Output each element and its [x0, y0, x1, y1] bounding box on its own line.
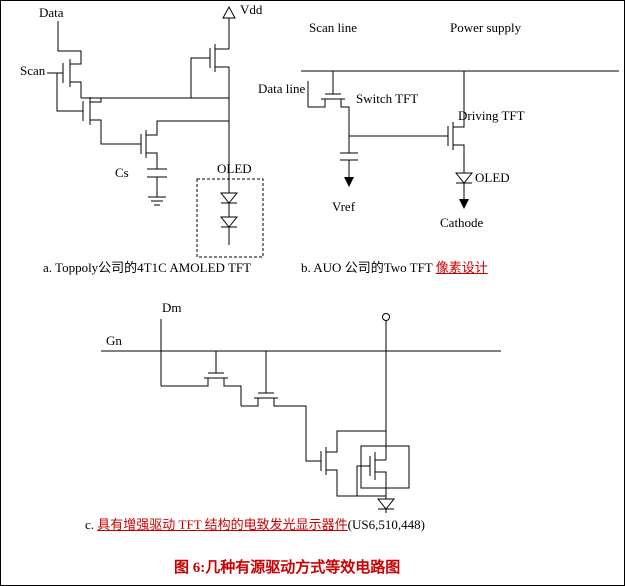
boxed-transistor: [360, 445, 410, 489]
circuit-a-scan-label: Scan: [20, 63, 46, 78]
circuit-a-oled-label: OLED: [217, 161, 252, 176]
cathode-arrow: [459, 199, 469, 209]
circuit-b-oled-label: OLED: [475, 170, 510, 185]
circuit-c-caption-text: c.: [85, 517, 98, 532]
oled-dashed-box: [196, 178, 264, 258]
cs-capacitor: [147, 168, 167, 197]
circuit-b-linework: [301, 70, 619, 209]
circuit-a-data-label: Data: [39, 5, 64, 20]
output-terminal: [382, 313, 390, 321]
storage-capacitor: [340, 136, 358, 177]
circuit-a-caption: a. Toppoly公司的4T1C AMOLED TFT: [43, 260, 252, 275]
circuit-b-switch-tft-label: Switch TFT: [356, 91, 419, 106]
circuit-b-vref-label: Vref: [332, 199, 356, 214]
circuit-b-power-supply-label: Power supply: [450, 20, 522, 35]
circuit-b-scan-line-label: Scan line: [309, 20, 358, 35]
ground-symbol: [148, 196, 166, 206]
output-diode: [376, 498, 396, 510]
circuit-b-caption-text: b. AUO 公司的Two TFT: [301, 260, 436, 275]
circuit-c-caption: c. 具有增强驱动 TFT 结构的电致发光显示器件(US6,510,448): [85, 517, 425, 533]
circuit-a-cs-label: Cs: [115, 165, 129, 180]
figure-title: 图 6:几种有源驱动方式等效电路图: [174, 560, 401, 576]
circuit-a-vdd-label: Vdd: [240, 2, 263, 17]
vref-arrow: [344, 177, 354, 187]
circuit-c-caption-link[interactable]: 具有增强驱动 TFT 结构的电致发光显示器件: [97, 517, 348, 532]
circuit-a-linework: [47, 5, 264, 258]
circuit-c-linework: [101, 313, 501, 513]
circuit-b-caption-link[interactable]: 像素设计: [435, 260, 488, 275]
circuit-b-cathode-label: Cathode: [440, 215, 484, 230]
circuit-c-dm-label: Dm: [162, 300, 182, 315]
circuit-b-data-line-label: Data line: [258, 81, 306, 96]
circuit-b-driving-tft-label: Driving TFT: [458, 108, 525, 123]
oled-diode: [454, 172, 474, 184]
circuit-c-caption-patent: (US6,510,448): [347, 517, 425, 532]
vdd-symbol: [222, 5, 236, 19]
circuit-b-caption: b. AUO 公司的Two TFT 像素设计: [301, 260, 488, 276]
circuit-c-gn-label: Gn: [106, 333, 122, 348]
